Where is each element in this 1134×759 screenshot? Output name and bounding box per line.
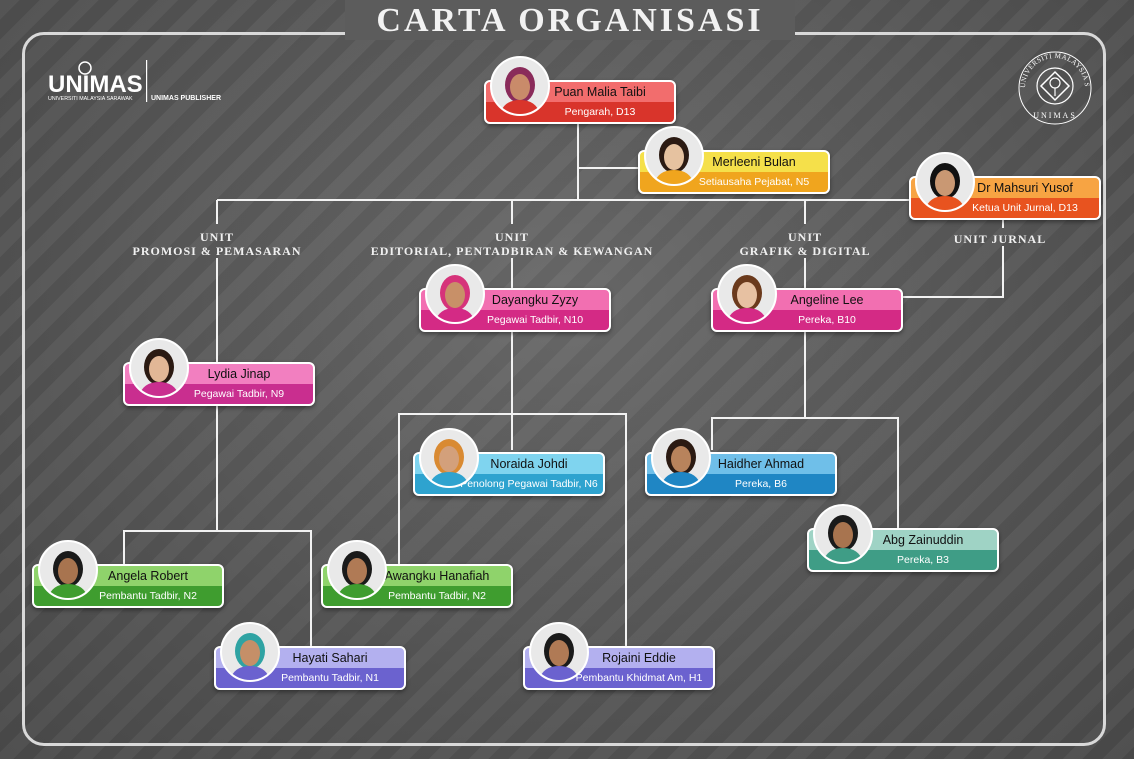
person-photo bbox=[38, 540, 98, 600]
avatar-icon bbox=[646, 128, 702, 184]
avatar-icon bbox=[719, 266, 775, 322]
person-role: Penolong Pegawai Tadbir, N6 bbox=[460, 478, 598, 490]
connector-dayangku-team bbox=[398, 413, 627, 648]
avatar-icon bbox=[421, 430, 477, 486]
person-photo bbox=[644, 126, 704, 186]
person-role: Pereka, B10 bbox=[798, 314, 856, 326]
unit-editorial-label: UNIT EDITORIAL, PENTADBIRAN & KEWANGAN bbox=[340, 230, 684, 258]
avatar-icon bbox=[492, 58, 548, 114]
person-role: Setiausaha Pejabat, N5 bbox=[698, 176, 810, 188]
person-photo bbox=[717, 264, 777, 324]
logo-divider bbox=[146, 60, 148, 102]
avatar-icon bbox=[329, 542, 385, 598]
person-name: Dr Mahsuri Yusof bbox=[977, 181, 1073, 195]
connector-unit-jurnal bbox=[898, 246, 1004, 298]
unimas-logo-mark: UNIMAS UNIVERSITI MALAYSIA SARAWAK UNIMA… bbox=[48, 60, 221, 102]
person-photo bbox=[129, 338, 189, 398]
unit-grafik-line2: GRAFIK & DIGITAL bbox=[739, 244, 871, 258]
avatar-icon bbox=[40, 542, 96, 598]
chart-title: CARTA ORGANISASI bbox=[376, 2, 764, 39]
person-name: Rojaini Eddie bbox=[602, 651, 676, 665]
person-name: Haidher Ahmad bbox=[717, 457, 805, 471]
person-photo bbox=[813, 504, 873, 564]
seal-bottom-text: UNIMAS bbox=[1033, 111, 1077, 120]
unit-grafik-label: UNIT GRAFIK & DIGITAL bbox=[715, 230, 895, 258]
person-photo bbox=[490, 56, 550, 116]
person-photo bbox=[327, 540, 387, 600]
person-name: Merleeni Bulan bbox=[712, 155, 796, 169]
person-role: Pegawai Tadbir, N10 bbox=[486, 314, 584, 326]
person-role: Pereka, B6 bbox=[735, 478, 787, 490]
person-name: Angeline Lee bbox=[790, 293, 864, 307]
unimas-seal: UNIVERSITI MALAYSIA SARAWAK UNIMAS bbox=[1014, 44, 1093, 131]
avatar-icon bbox=[131, 340, 187, 396]
person-photo bbox=[529, 622, 589, 682]
person-role: Ketua Unit Jurnal, D13 bbox=[972, 202, 1078, 214]
unit-jurnal-label: UNIT JURNAL bbox=[930, 232, 1070, 246]
unimas-seal-icon: UNIVERSITI MALAYSIA SARAWAK UNIMAS bbox=[1014, 44, 1092, 125]
unit-editorial-line1: UNIT bbox=[494, 230, 529, 244]
person-role: Pembantu Tadbir, N2 bbox=[388, 590, 486, 602]
avatar-icon bbox=[531, 624, 587, 680]
connector-lydia-team bbox=[123, 400, 312, 648]
avatar-icon bbox=[917, 154, 973, 210]
person-role: Pereka, B3 bbox=[897, 554, 949, 566]
unit-promosi-label: UNIT PROMOSI & PEMASARAN bbox=[110, 230, 324, 258]
avatar-icon bbox=[815, 506, 871, 562]
person-photo bbox=[425, 264, 485, 324]
unit-promosi-line1: UNIT bbox=[199, 230, 234, 244]
logo-publisher: UNIMAS PUBLISHER bbox=[151, 95, 221, 102]
person-name: Awangku Hanafiah bbox=[384, 569, 490, 583]
person-photo bbox=[915, 152, 975, 212]
person-name: Hayati Sahari bbox=[292, 651, 368, 665]
person-role: Pengarah, D13 bbox=[564, 106, 636, 118]
person-photo bbox=[651, 428, 711, 488]
person-name: Lydia Jinap bbox=[207, 367, 271, 381]
avatar-icon bbox=[222, 624, 278, 680]
connector-angeline-team bbox=[711, 326, 899, 530]
person-name: Abg Zainuddin bbox=[882, 533, 964, 547]
avatar-icon bbox=[653, 430, 709, 486]
person-photo bbox=[419, 428, 479, 488]
person-role: Pembantu Tadbir, N1 bbox=[281, 672, 379, 684]
title-plate: CARTA ORGANISASI bbox=[345, 0, 795, 40]
unit-grafik-line1: UNIT bbox=[787, 230, 822, 244]
person-name: Noraida Johdi bbox=[490, 457, 568, 471]
unit-jurnal-line1: UNIT JURNAL bbox=[953, 232, 1047, 246]
logo-brand: UNIMAS bbox=[48, 71, 143, 98]
logo-flame-icon bbox=[78, 61, 92, 75]
avatar-icon bbox=[427, 266, 483, 322]
unit-editorial-line2: EDITORIAL, PENTADBIRAN & KEWANGAN bbox=[370, 244, 654, 258]
person-name: Dayangku Zyzy bbox=[491, 293, 579, 307]
logo-sub: UNIVERSITI MALAYSIA SARAWAK bbox=[48, 96, 133, 102]
person-photo bbox=[220, 622, 280, 682]
person-role: Pembantu Khidmat Am, H1 bbox=[575, 672, 703, 684]
unimas-logo: UNIMAS UNIVERSITI MALAYSIA SARAWAK UNIMA… bbox=[48, 60, 223, 109]
person-name: Angela Robert bbox=[108, 569, 188, 583]
person-name: Puan Malia Taibi bbox=[554, 85, 646, 99]
unit-promosi-line2: PROMOSI & PEMASARAN bbox=[132, 244, 302, 258]
person-role: Pegawai Tadbir, N9 bbox=[193, 388, 285, 400]
person-role: Pembantu Tadbir, N2 bbox=[99, 590, 197, 602]
